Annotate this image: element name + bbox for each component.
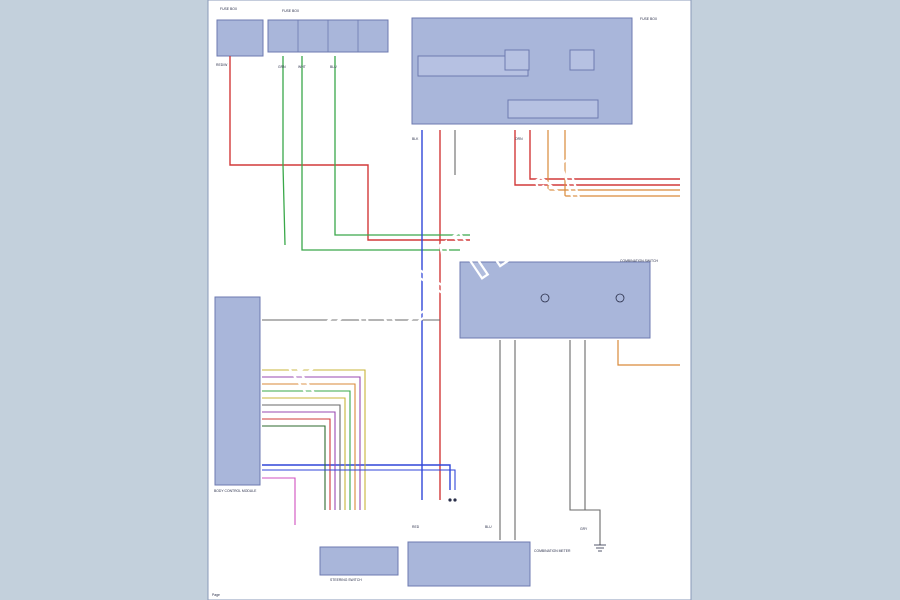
relay-box: FUSE BOX	[411, 17, 658, 125]
body-control-module-label: BODY CONTROL MODULE	[214, 489, 257, 493]
fuse-box-right-label: FUSE BOX	[640, 17, 658, 21]
junction-dot	[448, 498, 452, 502]
wire-code-bottom3: GRY	[580, 527, 588, 531]
wire-code-top-mid3: BLU	[330, 65, 337, 69]
steering-switch-label: STEERING SWITCH	[330, 578, 362, 582]
wire-code-top-mid2: WHT	[298, 65, 306, 69]
junction-dot	[453, 498, 457, 502]
fuse-box-mid-label: FUSE BOX	[282, 9, 300, 13]
fuse-box-left: FUSE BOX	[216, 7, 264, 57]
wire-code-bottom2: BLU	[485, 525, 492, 529]
wire-gray	[262, 130, 601, 545]
steering-switch: STEERING SWITCH	[319, 546, 399, 582]
combination-meter-label: COMBINATION METER	[534, 549, 571, 553]
wire-code-top-right2: ORN	[515, 137, 523, 141]
wire-code-top-right1: BLK	[412, 137, 419, 141]
fuse-box-left-label: FUSE BOX	[220, 7, 238, 11]
combination-switch-label: COMBINATION SWITCH	[620, 259, 659, 263]
body-control-module: BODY CONTROL MODULE	[214, 296, 261, 493]
wire-code-top-mid1: GRN	[278, 65, 286, 69]
wire-bundle	[262, 369, 456, 525]
horn-icon	[540, 293, 550, 303]
fuse-box-mid: FUSE BOX	[267, 9, 389, 53]
wiper-motor-icon	[615, 293, 625, 303]
ground-icon	[594, 544, 606, 552]
wire-orange	[547, 130, 680, 366]
wire-red	[229, 56, 680, 500]
wire-code-bottom1: RED	[412, 525, 420, 529]
wire-green	[282, 56, 470, 251]
combination-meter: COMBINATION METER	[407, 541, 571, 587]
wire-code-top-left: RED/W	[216, 63, 228, 67]
combination-switch: COMBINATION SWITCH	[459, 259, 659, 339]
page-number: Page	[212, 593, 220, 597]
